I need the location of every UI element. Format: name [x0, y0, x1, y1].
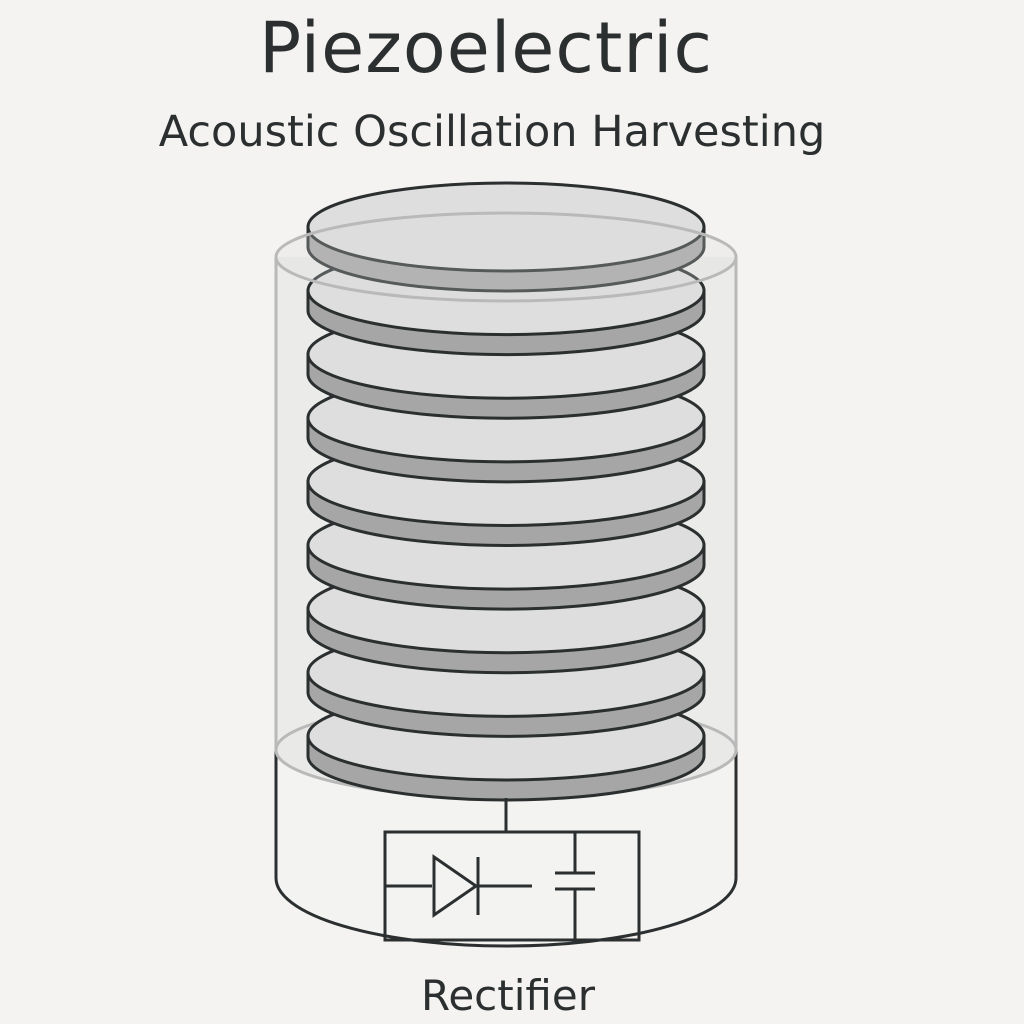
- diode-symbol: [432, 854, 479, 918]
- rectifier-circuit: [383, 798, 641, 942]
- base-housing: [274, 750, 738, 948]
- piezo-disc-stack: [306, 181, 706, 802]
- diagram-title: Piezoelectric: [259, 7, 713, 89]
- enclosure-top-rim: [274, 211, 738, 303]
- diagram-subtitle: Acoustic Oscillation Harvesting: [158, 107, 826, 157]
- disc-top: [306, 181, 706, 273]
- piezo-disc: [306, 181, 706, 293]
- rectifier-label: Rectifier: [421, 971, 595, 1020]
